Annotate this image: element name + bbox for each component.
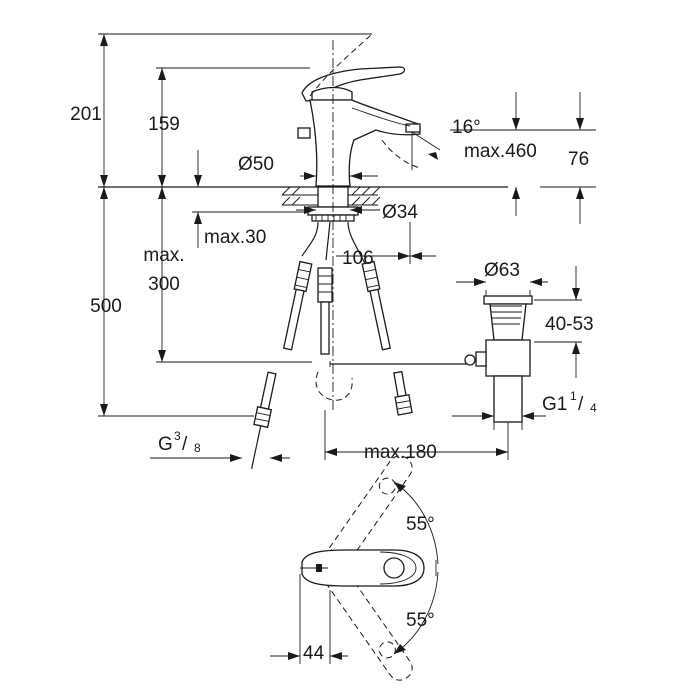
deck <box>98 186 508 206</box>
lever-top-view <box>300 455 425 681</box>
label-angle-55-front: 55° <box>406 610 435 631</box>
label-g1-numerator: 1 <box>570 389 577 403</box>
dim-rod-length <box>324 410 509 460</box>
label-500: 500 <box>90 296 122 317</box>
label-g-denominator: 8 <box>194 441 201 455</box>
lift-rod-knob <box>297 127 311 139</box>
dim-projection <box>336 222 436 264</box>
label-g-numerator: 3 <box>174 429 181 443</box>
label-g: G <box>158 434 173 455</box>
label-diameter-34: Ø34 <box>382 202 418 223</box>
dim-spout-angle <box>411 131 441 170</box>
faucet-side-view <box>297 66 421 187</box>
dim-lever-offset <box>270 574 348 664</box>
waste-valve <box>464 295 533 423</box>
dim-body-diameter <box>300 172 378 180</box>
lever-swing-path <box>309 33 373 97</box>
label-201: 201 <box>70 104 102 125</box>
lift-rod-swing <box>315 371 353 401</box>
label-max-460: max.460 <box>464 141 537 162</box>
lever-cap <box>311 86 353 101</box>
label-max-180: max.180 <box>364 442 437 463</box>
dim-reach <box>450 92 540 216</box>
label-44: 44 <box>303 643 325 664</box>
label-max-30: max.30 <box>204 227 266 248</box>
label-angle-55-back: 55° <box>406 514 435 535</box>
dim-waste-thread <box>452 412 546 430</box>
label-g1-denominator: 4 <box>590 401 597 415</box>
label-angle-16: 16° <box>452 117 481 138</box>
dim-connection-height <box>98 187 254 417</box>
label-g1: G1 <box>542 394 567 415</box>
label-max-300-line1: max. <box>143 245 184 266</box>
dim-spout-offset <box>540 92 596 224</box>
label-159: 159 <box>148 114 180 135</box>
supply-hoses <box>251 221 413 470</box>
dim-hole-diameter <box>296 206 380 214</box>
dim-height-spout <box>156 67 310 187</box>
dim-waste-diameter <box>456 278 548 296</box>
label-40-53: 40-53 <box>545 314 594 335</box>
dim-hose-thread <box>150 454 290 462</box>
dim-hose-length <box>156 187 312 363</box>
label-106: 106 <box>342 248 374 269</box>
label-g1-slash: / <box>578 394 584 415</box>
label-76: 76 <box>568 149 589 170</box>
dim-height-total <box>98 33 372 187</box>
label-diameter-63: Ø63 <box>484 260 520 281</box>
dim-deck-thickness <box>192 150 310 248</box>
label-max-300-line2: 300 <box>148 274 180 295</box>
spout-swivel-arc <box>381 139 421 169</box>
aerator <box>405 123 421 133</box>
dim-waste-range <box>534 266 582 378</box>
label-diameter-50: Ø50 <box>238 154 274 175</box>
label-g-slash: / <box>182 434 188 455</box>
